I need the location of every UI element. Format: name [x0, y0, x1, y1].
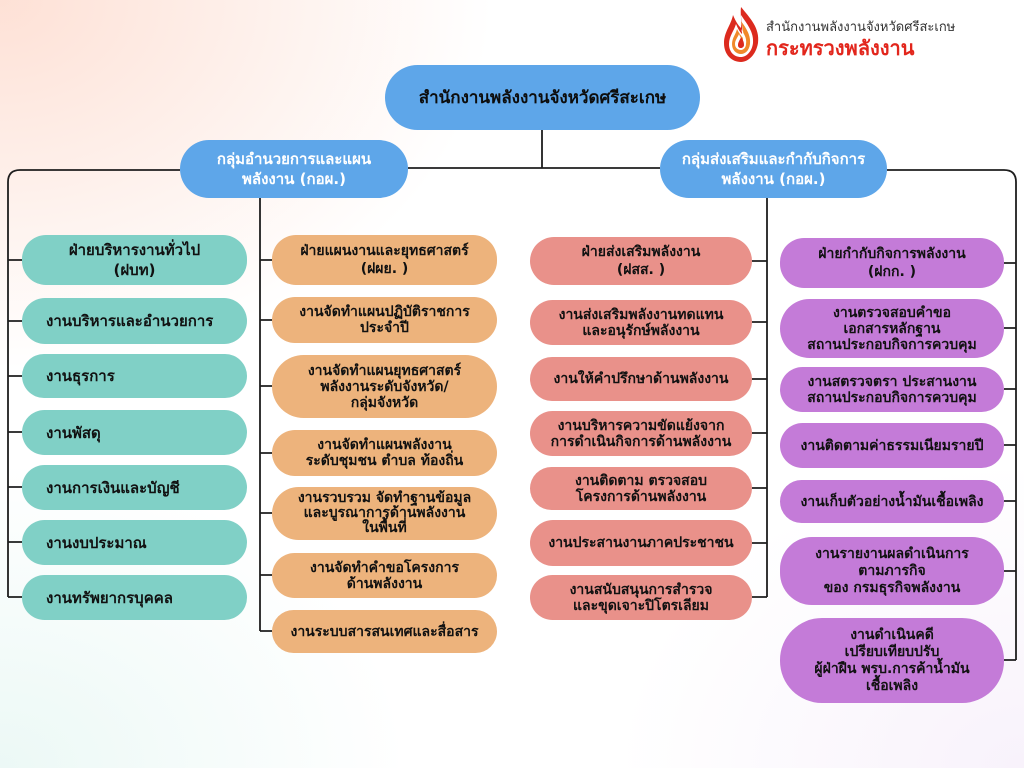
division-planning-strategy: ฝ่ายแผนงานและยุทธศาสตร์ (ฝผย. )	[272, 235, 497, 285]
task-fuel-sampling: งานเก็บตัวอย่างน้ำมันเชื้อเพลิง	[780, 480, 1004, 523]
task-human-resources: งานทรัพยากรบุคคล	[22, 575, 247, 620]
task-permit-document-review: งานตรวจสอบคำขอ เอกสารหลักฐาน สถานประกอบก…	[780, 299, 1004, 358]
task-doeb-mission-reporting: งานรายงานผลดำเนินการ ตามภารกิจ ของ กรมธุ…	[780, 537, 1004, 605]
task-prosecution-fines: งานดำเนินคดี เปรียบเทียบปรับ ผู้ฝ่าฝืน พ…	[780, 618, 1004, 703]
task-facility-inspection: งานสตรวจตรา ประสานงาน สถานประกอบกิจการคว…	[780, 367, 1004, 412]
root-node-provincial-energy-office: สำนักงานพลังงานจังหวัดศรีสะเกษ	[385, 65, 700, 130]
connector-regulation-bracket	[887, 169, 1017, 660]
task-energy-database: งานรวบรวม จัดทำฐานข้อมูล และบูรณาการด้าน…	[272, 487, 497, 540]
connector-planning-ticks	[260, 259, 272, 632]
task-admin-management: งานบริหารและอำนวยการ	[22, 298, 247, 344]
connector-admin-ticks	[8, 259, 22, 598]
flame-logo-icon	[724, 7, 759, 62]
task-provincial-strategy-plan: งานจัดทำแผนยุทธศาสตร์ พลังงานระดับจังหวั…	[272, 355, 497, 418]
connector-regulation-ticks	[1004, 262, 1016, 661]
task-annual-action-plan: งานจัดทำแผนปฏิบัติราชการ ประจำปี	[272, 297, 497, 343]
group-node-admin-planning: กลุ่มอำนวยการและแผน พลังงาน (กอผ.)	[180, 140, 408, 198]
org-name-text: สำนักงานพลังงานจังหวัดศรีสะเกษ	[766, 20, 956, 35]
group-node-promotion-regulation: กลุ่มส่งเสริมและกำกับกิจการ พลังงาน (กอผ…	[660, 140, 887, 198]
task-project-monitoring: งานติดตาม ตรวจสอบ โครงการด้านพลังงาน	[530, 467, 752, 510]
connector-root-to-groups	[408, 130, 660, 169]
task-project-proposals: งานจัดทำคำขอโครงการ ด้านพลังงาน	[272, 553, 497, 598]
task-annual-fee-tracking: งานติดตามค่าธรรมเนียมรายปี	[780, 423, 1004, 468]
connector-promotion-ticks	[752, 260, 767, 598]
task-finance-accounting: งานการเงินและบัญชี	[22, 465, 247, 510]
task-procurement: งานพัสดุ	[22, 410, 247, 455]
task-conflict-management: งานบริหารความขัดแย้งจาก การดำเนินกิจการด…	[530, 411, 752, 456]
task-it-communication: งานระบบสารสนเทศและสื่อสาร	[272, 610, 497, 653]
connector-admin-bracket	[7, 169, 180, 597]
logo-text: สำนักงานพลังงานจังหวัดศรีสะเกษ กระทรวงพล…	[766, 20, 1018, 60]
division-energy-promotion: ฝ่ายส่งเสริมพลังงาน (ฝสส. )	[530, 237, 752, 285]
task-renewable-conservation: งานส่งเสริมพลังงานทดแทน และอนุรักษ์พลังง…	[530, 300, 752, 345]
division-energy-regulation: ฝ่ายกำกับกิจการพลังงาน (ฝกก. )	[780, 238, 1004, 288]
task-petroleum-exploration-support: งานสนับสนุนการสำรวจ และขุดเจาะปิโตรเลียม	[530, 575, 752, 620]
task-community-energy-plan: งานจัดทำแผนพลังงาน ระดับชุมชน ตำบล ท้องถ…	[272, 430, 497, 476]
task-budget: งานงบประมาณ	[22, 520, 247, 565]
task-energy-consulting: งานให้คำปรึกษาด้านพลังงาน	[530, 357, 752, 401]
division-general-admin: ฝ่ายบริหารงานทั่วไป (ฝบท)	[22, 235, 247, 285]
ministry-name-text: กระทรวงพลังงาน	[766, 36, 915, 60]
task-public-coordination: งานประสานงานภาคประชาชน	[530, 520, 752, 566]
task-clerical: งานธุรการ	[22, 354, 247, 398]
